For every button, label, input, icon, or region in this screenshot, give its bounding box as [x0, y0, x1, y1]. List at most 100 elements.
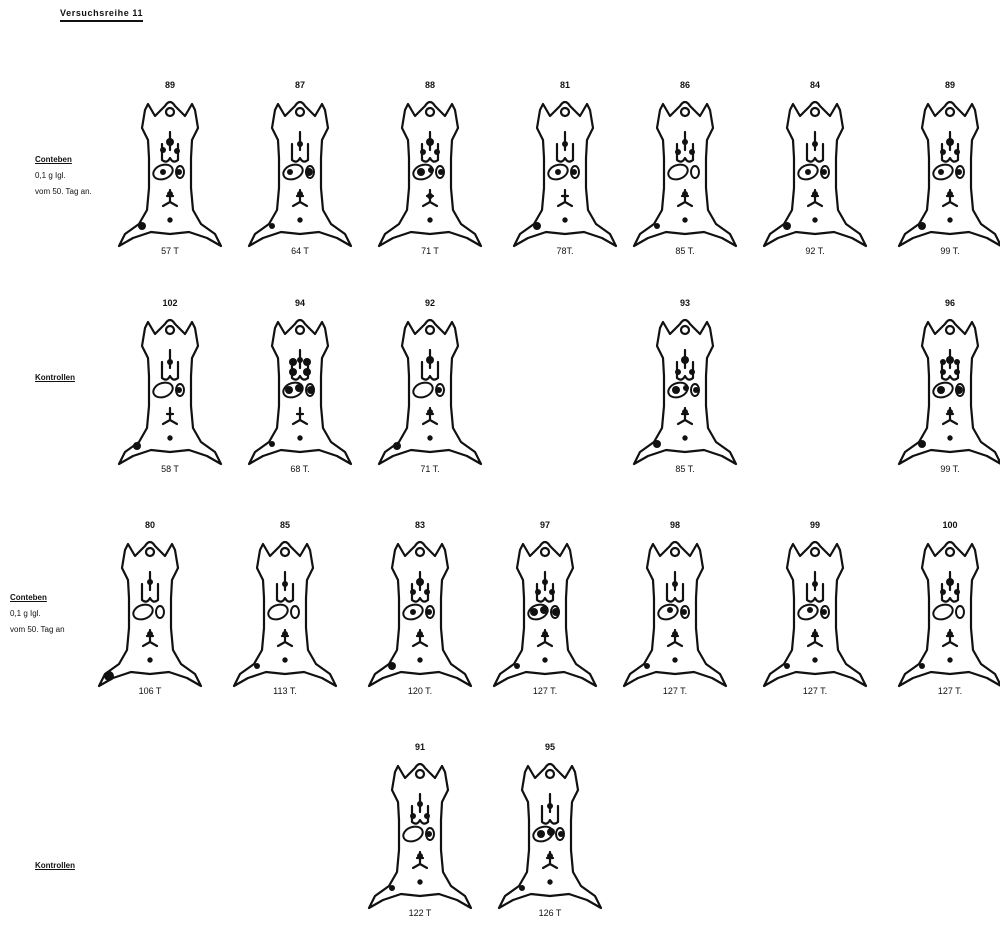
spleen-outline — [156, 606, 164, 618]
lesion-spot — [812, 191, 818, 197]
lesion-spot — [514, 663, 520, 669]
animal-figure: 9468 T. — [245, 298, 355, 483]
lesion-spot — [269, 441, 275, 447]
lesion-spot — [683, 385, 689, 391]
animal-day-label: 127 T. — [895, 686, 1000, 696]
animal-day-label: 99 T. — [895, 246, 1000, 256]
animal-day-label: 58 T — [115, 464, 225, 474]
animal-day-label: 78T. — [510, 246, 620, 256]
lesion-spot — [555, 169, 561, 175]
lesion-spot — [533, 222, 541, 230]
lesion-spot — [689, 149, 695, 155]
lesion-spot — [160, 169, 166, 175]
animal-figure: 83120 T. — [365, 520, 475, 705]
lesion-spot — [307, 386, 315, 394]
lesion-spot — [167, 191, 173, 197]
lesion-spot — [547, 803, 553, 809]
lesion-spot — [955, 386, 963, 394]
animal-number: 98 — [620, 520, 730, 530]
group-label-row4: Kontrollen — [35, 858, 75, 874]
lesion-spot — [160, 147, 166, 153]
liver-outline — [931, 602, 955, 622]
spleen-outline — [291, 606, 299, 618]
lesion-spot — [427, 409, 433, 415]
lesion-spot — [946, 578, 954, 586]
lesion-spot — [297, 357, 303, 363]
lesion-spot — [807, 607, 813, 613]
lesion-spot — [783, 222, 791, 230]
lesion-spot — [303, 368, 311, 376]
lesion-spot — [427, 193, 433, 199]
lesion-spot — [138, 222, 146, 230]
liver-outline — [266, 602, 290, 622]
lesion-spot — [675, 369, 681, 375]
lesion-spot — [954, 359, 960, 365]
lesion-spot — [417, 801, 423, 807]
animal-day-label: 64 T — [245, 246, 355, 256]
lesion-spot — [424, 813, 430, 819]
animal-number: 92 — [375, 298, 485, 308]
lesion-spot — [947, 631, 953, 637]
lesion-spot — [167, 359, 173, 365]
animal-outline-diagram — [630, 98, 740, 248]
animal-day-label: 92 T. — [760, 246, 870, 256]
animal-outline-diagram — [230, 538, 340, 688]
animal-number: 87 — [245, 80, 355, 90]
lesion-spot — [667, 607, 673, 613]
lesion-spot — [954, 369, 960, 375]
animal-day-label: 68 T. — [245, 464, 355, 474]
lesion-spot — [946, 356, 954, 364]
lesion-spot — [812, 141, 818, 147]
animal-outline-diagram — [95, 538, 205, 688]
animal-number: 93 — [630, 298, 740, 308]
group-label-head: Conteben — [35, 152, 92, 168]
lesion-spot — [297, 141, 303, 147]
animal-outline-diagram — [760, 98, 870, 248]
lesion-spot — [542, 631, 548, 637]
animal-outline-diagram — [630, 316, 740, 466]
lesion-spot — [426, 356, 434, 364]
lesion-spot — [918, 222, 926, 230]
animal-number: 100 — [895, 520, 1000, 530]
lesion-spot — [681, 609, 687, 615]
lesion-spot — [919, 663, 925, 669]
animal-day-label: 120 T. — [365, 686, 475, 696]
lesion-spot — [417, 853, 423, 859]
lesion-spot — [434, 149, 440, 155]
lesion-spot — [416, 578, 424, 586]
animal-day-label: 127 T. — [760, 686, 870, 696]
lesion-spot — [672, 386, 680, 394]
lesion-spot — [530, 608, 538, 616]
lesion-spot — [681, 356, 689, 364]
animal-number: 89 — [895, 80, 1000, 90]
lesion-spot — [672, 631, 678, 637]
lesion-spot — [682, 139, 688, 145]
lesion-spot — [420, 149, 426, 155]
lesion-spot — [410, 609, 416, 615]
animal-outline-diagram — [365, 538, 475, 688]
animal-figure: 10258 T — [115, 298, 225, 483]
lesion-spot — [689, 369, 695, 375]
animal-figure: 80106 T — [95, 520, 205, 705]
group-label-line: 0,1 g Igl. — [10, 606, 65, 622]
lesion-spot — [410, 813, 416, 819]
lesion-spot — [389, 885, 395, 891]
page-title: Versuchsreihe 11 — [60, 8, 143, 22]
lesion-spot — [805, 169, 811, 175]
lesion-spot — [558, 831, 564, 837]
lesion-spot — [438, 169, 444, 175]
lesion-spot — [940, 149, 946, 155]
lesion-spot — [542, 579, 548, 585]
animal-day-label: 57 T — [115, 246, 225, 256]
animal-outline-diagram — [895, 98, 1000, 248]
animal-figure: 89 99 T. — [895, 80, 1000, 265]
lesion-spot — [547, 828, 555, 836]
animal-outline-diagram — [375, 98, 485, 248]
lesion-spot — [289, 358, 297, 366]
animal-figure: 98127 T. — [620, 520, 730, 705]
spleen-outline — [691, 166, 699, 178]
lesion-spot — [436, 387, 442, 393]
